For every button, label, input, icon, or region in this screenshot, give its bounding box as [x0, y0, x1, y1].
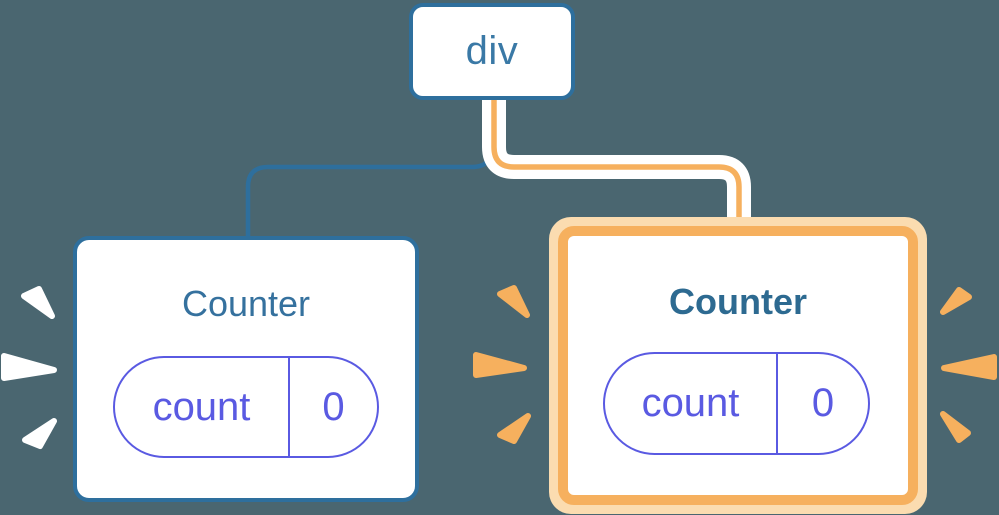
counter-card-right-highlight-ring: Counter count 0	[549, 217, 927, 514]
state-value: 0	[811, 381, 835, 425]
state-name: count	[115, 358, 290, 456]
edge-root-to-right-counter	[491, 97, 742, 224]
state-name: count	[605, 354, 778, 453]
spark-icon	[497, 285, 530, 318]
counter-card-left: Counter count 0	[73, 236, 419, 502]
spark-icon	[497, 413, 531, 444]
spark-icon	[1, 353, 57, 381]
spark-burst-orange-right-icon	[940, 287, 997, 443]
spark-burst-orange-left-icon	[473, 285, 531, 444]
state-pill: count 0	[113, 356, 379, 458]
state-pill: count 0	[603, 352, 870, 455]
counter-title: Counter	[669, 281, 807, 322]
state-value: 0	[322, 384, 345, 429]
spark-burst-white-icon	[1, 286, 57, 449]
counter-title: Counter	[181, 283, 311, 324]
spark-icon	[473, 352, 527, 378]
spark-icon	[940, 287, 972, 315]
spark-icon	[21, 286, 55, 319]
spark-icon	[941, 354, 997, 380]
edge-root-to-left-counter	[245, 97, 495, 238]
root-node-label: div	[465, 29, 519, 73]
counter-card-right: Counter count 0	[558, 226, 918, 505]
edge-highlight-casing	[482, 97, 751, 224]
spark-icon	[22, 418, 57, 449]
root-node-div: div	[409, 3, 575, 100]
spark-icon	[940, 411, 971, 443]
